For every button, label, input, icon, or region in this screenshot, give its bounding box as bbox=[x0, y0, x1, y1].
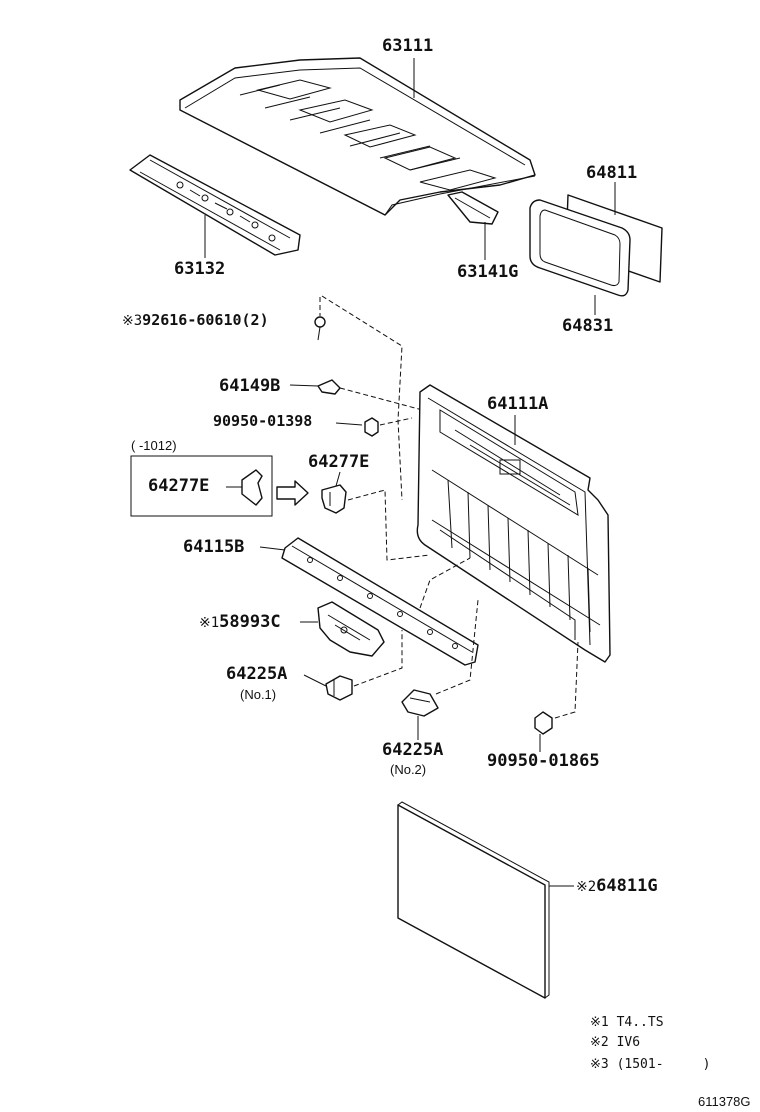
label-roof-rear-bow: 63141G bbox=[457, 262, 519, 282]
sheet-part-number: 64811G bbox=[596, 876, 658, 896]
roof-front-header-drawing bbox=[129, 154, 301, 256]
hook-drawing bbox=[321, 484, 347, 514]
footnote-1: ※1 T4..TS bbox=[590, 1016, 664, 1029]
back-panel-drawing bbox=[416, 384, 611, 663]
label-hook-range: ( -1012) bbox=[131, 438, 177, 453]
arrow-icon bbox=[276, 480, 309, 506]
lower-clip-drawing bbox=[534, 711, 553, 735]
latch-no1-drawing bbox=[325, 675, 353, 701]
footnote-1-text: T4..TS bbox=[616, 1015, 664, 1030]
reinforcement-drawing bbox=[317, 601, 385, 657]
label-window-glass: 64811 bbox=[586, 163, 638, 183]
sheet-note-mark: ※2 bbox=[576, 879, 597, 895]
hook-range-box bbox=[130, 455, 273, 517]
label-latch-no2-note: (No.2) bbox=[390, 762, 427, 777]
label-roof-front-header: 63132 bbox=[174, 259, 226, 279]
label-roof-panel: 63111 bbox=[382, 36, 434, 56]
screw-note-mark: ※3 bbox=[122, 313, 143, 329]
label-latch-no1-note: (No.1) bbox=[240, 687, 277, 702]
sheet-drawing bbox=[397, 801, 550, 999]
footnote-1-mark: ※1 bbox=[590, 1015, 609, 1030]
bracket-drawing bbox=[317, 379, 341, 395]
footnote-2-text: IV6 bbox=[616, 1035, 641, 1050]
label-upper-clip: 90950-01398 bbox=[213, 412, 313, 430]
label-hook-in-box: 64277E bbox=[148, 476, 210, 496]
footnote-3-mark: ※3 bbox=[590, 1057, 609, 1072]
label-back-panel: 64111A bbox=[487, 394, 549, 414]
label-crossmember: 64115B bbox=[183, 537, 245, 557]
roof-panel-drawing bbox=[179, 57, 536, 216]
footnote-3-text: (1501- ) bbox=[616, 1057, 711, 1072]
footnote-2: ※2 IV6 bbox=[590, 1036, 640, 1049]
reinforcement-note-mark: ※1 bbox=[199, 615, 220, 631]
label-bracket: 64149B bbox=[219, 376, 281, 396]
roof-rear-bow-drawing bbox=[447, 191, 499, 225]
figure-id: 611378G bbox=[698, 1094, 751, 1109]
label-latch-no1: 64225A bbox=[226, 664, 288, 684]
label-lower-clip: 90950-01865 bbox=[487, 751, 600, 771]
crossmember-drawing bbox=[281, 537, 479, 666]
label-screw: ※392616-60610(2) bbox=[122, 311, 269, 329]
dash-screw bbox=[321, 295, 403, 501]
label-window-weatherstrip: 64831 bbox=[562, 316, 614, 336]
label-hook: 64277E bbox=[308, 452, 370, 472]
window-weatherstrip-drawing bbox=[529, 199, 631, 297]
screw-drawing bbox=[314, 316, 326, 341]
label-reinforcement: ※158993C bbox=[199, 614, 281, 631]
label-sheet: ※264811G bbox=[576, 878, 658, 895]
upper-clip-drawing bbox=[364, 417, 379, 437]
footnote-3: ※3 (1501- ) bbox=[590, 1058, 710, 1071]
footnote-2-mark: ※2 bbox=[590, 1035, 609, 1050]
latch-no2-drawing bbox=[401, 689, 439, 717]
reinforcement-part-number: 58993C bbox=[219, 612, 281, 632]
screw-part-number: 92616-60610(2) bbox=[142, 311, 269, 329]
label-latch-no2: 64225A bbox=[382, 740, 444, 760]
